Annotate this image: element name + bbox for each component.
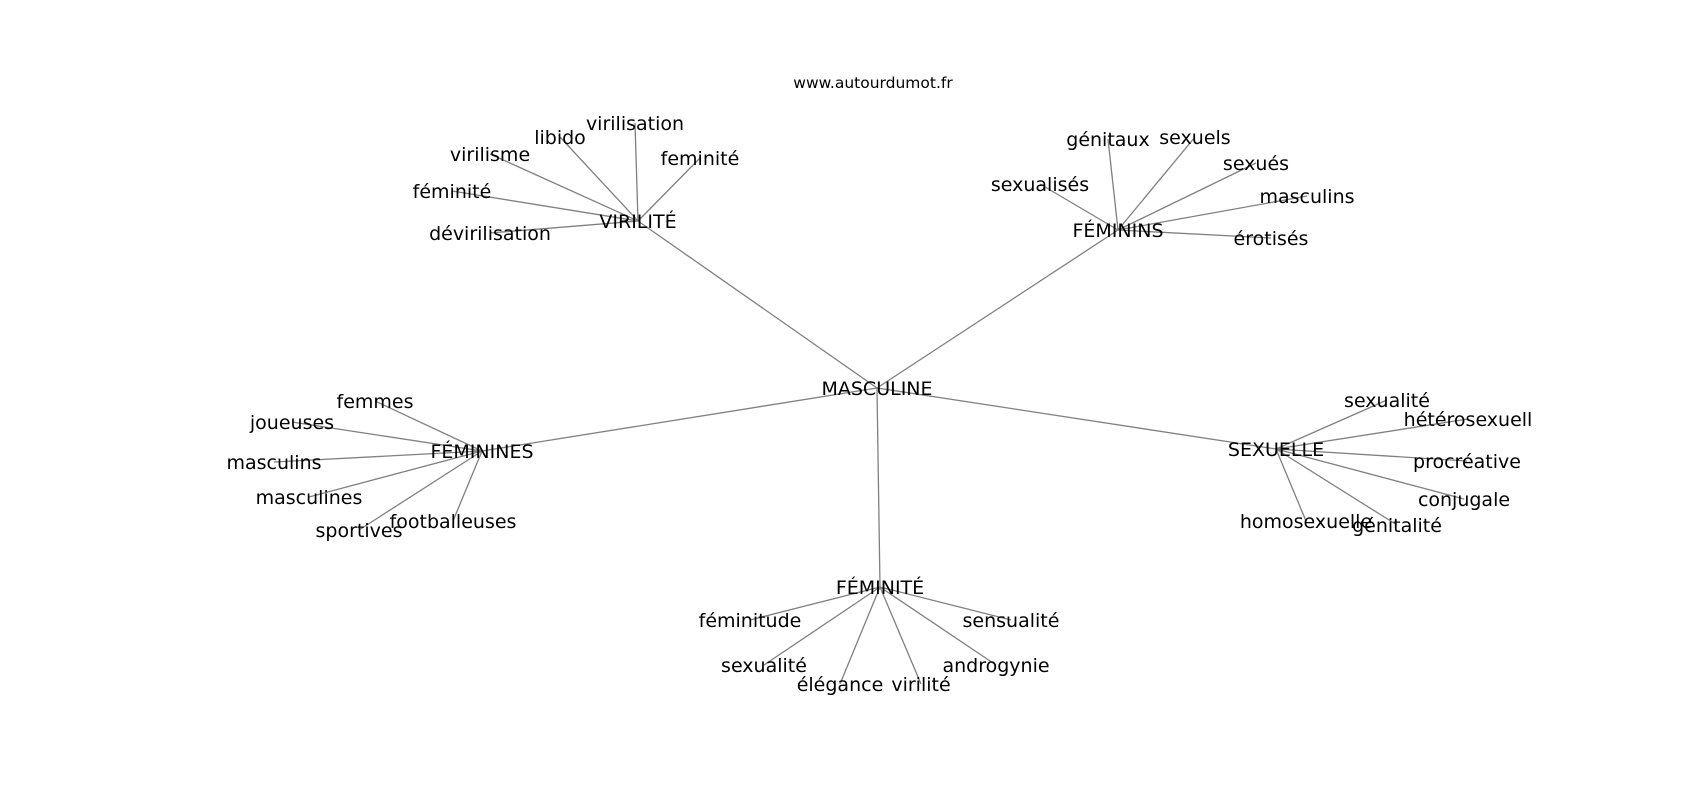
edges-layer <box>273 122 1469 685</box>
edge-virilite-4 <box>451 190 639 222</box>
edge-feminite-5 <box>879 586 922 685</box>
edge-virilite-5 <box>489 220 639 234</box>
leaf-node-virilite-2: feminité <box>661 148 740 170</box>
leaf-node-feminines-5: footballeuses <box>390 511 517 533</box>
edge-feminins-0 <box>1107 138 1119 231</box>
edge-feminite-2 <box>763 586 881 666</box>
leaf-node-sexuelle-1: hétérosexuell <box>1404 409 1533 431</box>
edge-center-sexuelle <box>876 387 1277 450</box>
edge-feminins-1 <box>1117 136 1196 231</box>
edge-feminins-3 <box>1039 183 1119 231</box>
edge-virilite-0 <box>634 122 639 222</box>
leaf-node-feminins-2: sexués <box>1223 153 1289 175</box>
labels-layer: www.autourdumot.fr MASCULINE virilisation… <box>226 74 1532 696</box>
leaf-node-feminins-4: masculins <box>1259 186 1354 208</box>
edge-feminite-4 <box>839 586 881 685</box>
edge-feminines-3 <box>308 450 483 498</box>
edge-center-feminines <box>481 387 878 452</box>
leaf-node-feminines-1: joueuses <box>249 412 334 434</box>
leaf-node-feminines-2: masculins <box>226 452 321 474</box>
leaf-node-feminite-0: féminitude <box>699 610 802 632</box>
edge-feminines-4 <box>358 450 483 531</box>
leaf-node-feminins-0: génitaux <box>1066 129 1149 151</box>
leaf-node-virilite-5: dévirilisation <box>429 223 551 245</box>
edge-feminines-1 <box>291 421 483 452</box>
edge-sexuelle-3 <box>1275 448 1465 500</box>
edge-sexuelle-4 <box>1275 448 1307 522</box>
leaf-node-sexuelle-4: homosexuelle <box>1240 511 1372 533</box>
edge-feminite-0 <box>749 586 881 621</box>
edge-center-virilite <box>637 220 878 389</box>
edge-sexuelle-5 <box>1275 448 1398 526</box>
center-node-masculine: MASCULINE <box>821 378 932 400</box>
edge-virilite-1 <box>559 136 639 222</box>
leaf-node-virilite-3: virilisme <box>450 144 530 166</box>
hub-node-virilite: VIRILITÉ <box>599 210 676 233</box>
edge-virilite-3 <box>489 153 639 222</box>
edge-feminines-2 <box>273 450 483 463</box>
leaf-node-sexuelle-3: conjugale <box>1418 489 1510 511</box>
leaf-node-feminins-1: sexuels <box>1159 127 1230 149</box>
leaf-node-feminines-4: sportives <box>316 520 403 542</box>
leaf-node-virilite-1: libido <box>534 127 586 149</box>
edge-virilite-2 <box>637 157 701 222</box>
edge-feminines-5 <box>452 450 483 522</box>
leaf-node-virilite-4: féminité <box>413 181 492 203</box>
leaf-node-sexuelle-0: sexualité <box>1344 390 1430 412</box>
leaf-node-feminins-5: érotisés <box>1234 228 1309 250</box>
hub-node-feminins: FÉMININS <box>1072 219 1163 242</box>
leaf-node-sexuelle-2: procréative <box>1413 451 1521 473</box>
hub-node-feminite: FÉMINITÉ <box>836 576 924 599</box>
leaf-node-feminins-3: sexualisés <box>991 174 1089 196</box>
edge-sexuelle-0 <box>1275 399 1388 450</box>
edge-feminite-1 <box>879 586 1012 621</box>
edge-sexuelle-1 <box>1275 418 1469 450</box>
source-site-label: www.autourdumot.fr <box>793 74 953 92</box>
hub-node-sexuelle: SEXUELLE <box>1228 439 1324 461</box>
leaf-node-feminite-4: élégance <box>797 674 884 696</box>
leaf-node-feminite-5: virilité <box>891 674 950 696</box>
leaf-node-feminite-3: androgynie <box>942 655 1049 677</box>
leaf-node-sexuelle-5: génitalité <box>1352 515 1442 537</box>
hub-node-feminines: FÉMININES <box>430 440 533 463</box>
edge-sexuelle-2 <box>1275 448 1468 462</box>
leaf-node-virilite-0: virilisation <box>586 113 684 135</box>
edge-center-feminite <box>876 387 881 588</box>
edge-feminins-5 <box>1117 229 1272 239</box>
edge-feminins-2 <box>1117 162 1257 231</box>
edge-center-feminins <box>876 229 1119 389</box>
leaf-node-feminines-3: masculines <box>256 487 363 509</box>
edge-feminins-4 <box>1117 195 1308 231</box>
leaf-node-feminite-1: sensualité <box>963 610 1060 632</box>
edge-feminite-3 <box>879 586 997 666</box>
leaf-node-feminines-0: femmes <box>337 391 414 413</box>
leaf-node-feminite-2: sexualité <box>721 655 807 677</box>
edge-feminines-0 <box>374 400 483 452</box>
